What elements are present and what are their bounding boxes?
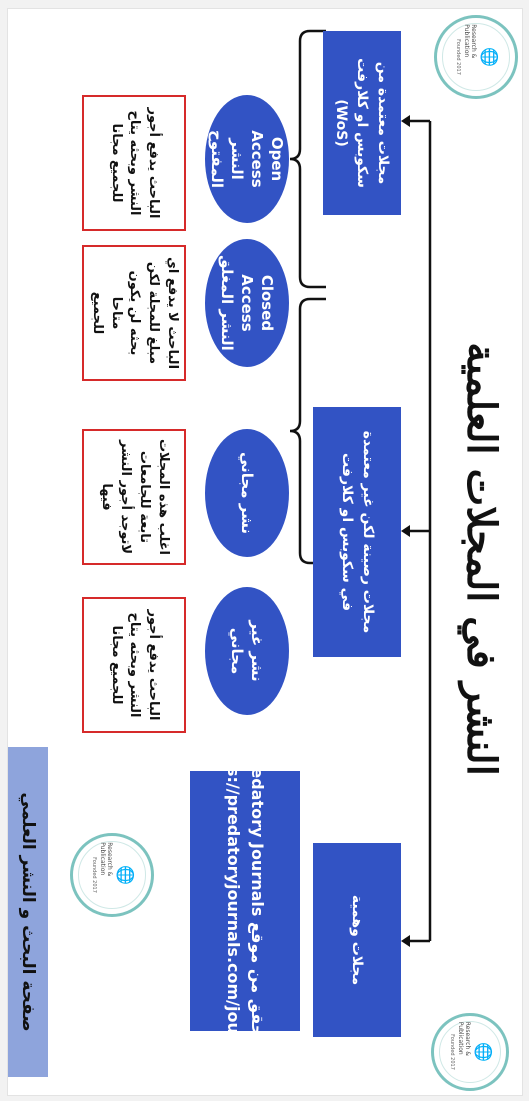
box-predatory-check: التحقق من موقع Predatory Journals https:… <box>190 723 300 1079</box>
globe-icon: 🌐 <box>474 1042 493 1062</box>
box-indexed-journals: مجلات معتمدة من سكوبس او كلارفت (WoS) <box>323 31 401 215</box>
circle-open-access: Open Access النشر المفتوح <box>205 95 289 223</box>
footer-page-label: صفحة البحث و النشر العلمي <box>8 747 48 1077</box>
seal-inner: 🌐 Research & Publication Founded 2017 <box>438 1020 502 1084</box>
seal-line1: Research & Publication <box>457 1021 471 1056</box>
circle-free-publishing: نشر مجاني <box>205 429 289 557</box>
bracket-left <box>289 29 326 289</box>
arrow-center <box>401 525 410 537</box>
circle-paid-publishing: نشر غير مجاني <box>205 587 289 715</box>
bracket-middle <box>289 297 326 565</box>
seal-inner-bottom: 🌐 Research & Publication Founded 2017 <box>442 23 510 91</box>
connector-lines <box>289 29 432 947</box>
note-closed-access: الباحث لا يدفع اي مبلغ للمجلة لكن بحثه ل… <box>82 245 186 381</box>
box-fake-journals: مجلات وهمية <box>313 843 401 1037</box>
seal-line2: Founded 2017 <box>449 1034 455 1070</box>
arrow-left <box>401 115 410 127</box>
globe-icon: 🌐 <box>480 47 500 67</box>
seal-line2-bottom: Founded 2017 <box>455 39 462 75</box>
seal-line1-bottom: Research & Publication <box>463 24 478 59</box>
globe-icon: 🌐 <box>116 865 136 885</box>
note-free-publishing: اغلب هذه المجلات تابعة للجامعات لاتوجد أ… <box>82 429 186 565</box>
research-seal-logo: 🌐 Research & Publication Founded 2017 <box>431 1013 509 1091</box>
diagram-canvas: النشر في المجلات العلمية <box>8 9 522 1095</box>
circle-closed-access: Closed Access النشر المغلق <box>205 239 289 367</box>
note-open-access: الباحث يدفع أجور النشر وبحثه يتاح للجميع… <box>82 95 186 231</box>
seal-line2-right: Founded 2017 <box>91 857 98 893</box>
research-seal-logo-bottom: 🌐 Research & Publication Founded 2017 <box>434 15 518 99</box>
box-reputable-not-indexed: مجلات رصينة لكن غير معتمدة في سكوبس او ك… <box>313 407 401 657</box>
seal-line1-right: Research & Publication <box>99 842 114 877</box>
slide-sheet: النشر في المجلات العلمية <box>7 8 523 1096</box>
note-paid-publishing: الباحث يدفع أجور النشر وبحثه يتاح للجميع… <box>82 597 186 733</box>
arrow-right <box>401 935 410 947</box>
seal-inner-right: 🌐 Research & Publication Founded 2017 <box>78 841 146 909</box>
research-seal-logo-right: 🌐 Research & Publication Founded 2017 <box>70 833 154 917</box>
